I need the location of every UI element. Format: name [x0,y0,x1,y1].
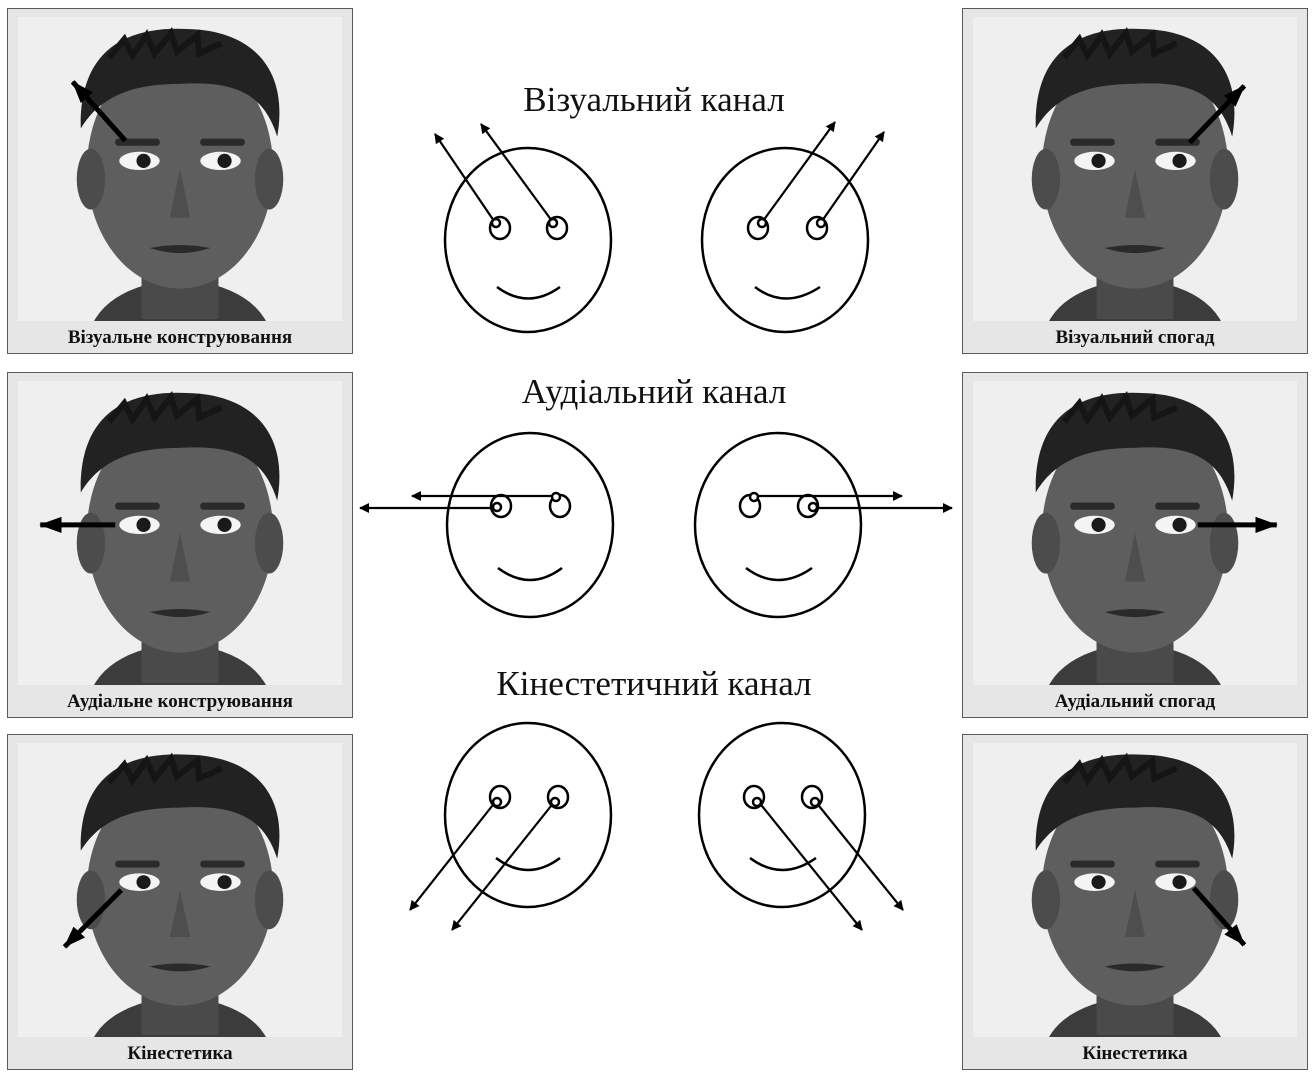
arrow-kinesthetic-left-1 [409,800,497,911]
arrow-kinesthetic-right-2 [814,800,904,911]
face-photo [973,743,1297,1037]
smiley-face-right-visual [700,146,870,334]
face-photo [973,17,1297,321]
card-caption: Аудіальний спогад [1054,691,1216,712]
eye-direction-arrow [1187,84,1247,145]
card-caption: Кінестетика [127,1043,233,1064]
eye-direction-arrow [1191,886,1247,947]
arrow-kinesthetic-left-2 [451,800,556,931]
visual-channel-title: Візуальний канал [523,80,785,119]
auditory-channel-title: Аудіальний канал [521,372,787,411]
card-kinesthetic-right: Кінестетика [962,734,1308,1070]
arrow-visual-right-2 [821,131,885,222]
arrow-kinesthetic-right-1 [757,800,863,931]
smiley-face-right-auditory [693,431,863,619]
face-photo [18,743,342,1037]
face-photo [18,17,342,321]
card-caption: Кінестетика [1082,1043,1188,1064]
smiley-face-left-kinesthetic [443,721,613,909]
card-caption: Візуальний спогад [1055,327,1215,348]
card-visual-construct: Візуальне конструювання [7,8,353,354]
eye-direction-arrow [70,80,128,143]
arrow-visual-left-1 [434,133,495,222]
card-auditory-recall: Аудіальний спогад [962,372,1308,718]
card-caption: Аудіальне конструювання [67,691,293,712]
card-visual-recall: Візуальний спогад [962,8,1308,354]
smiley-face-left-visual [443,146,613,334]
smiley-face-left-auditory [445,431,615,619]
arrow-visual-right-1 [762,121,836,222]
smiley-face-right-kinesthetic [697,721,867,909]
kinesthetic-channel-title: Кінестетичний канал [496,664,812,703]
card-caption: Візуальне конструювання [67,327,293,348]
eye-direction-arrow [62,888,124,949]
face-photo [18,381,342,685]
card-kinesthetic-left: Кінестетика [7,734,353,1070]
arrow-visual-left-2 [480,123,553,222]
face-photo [973,381,1297,685]
card-auditory-construct: Аудіальне конструювання [7,372,353,718]
